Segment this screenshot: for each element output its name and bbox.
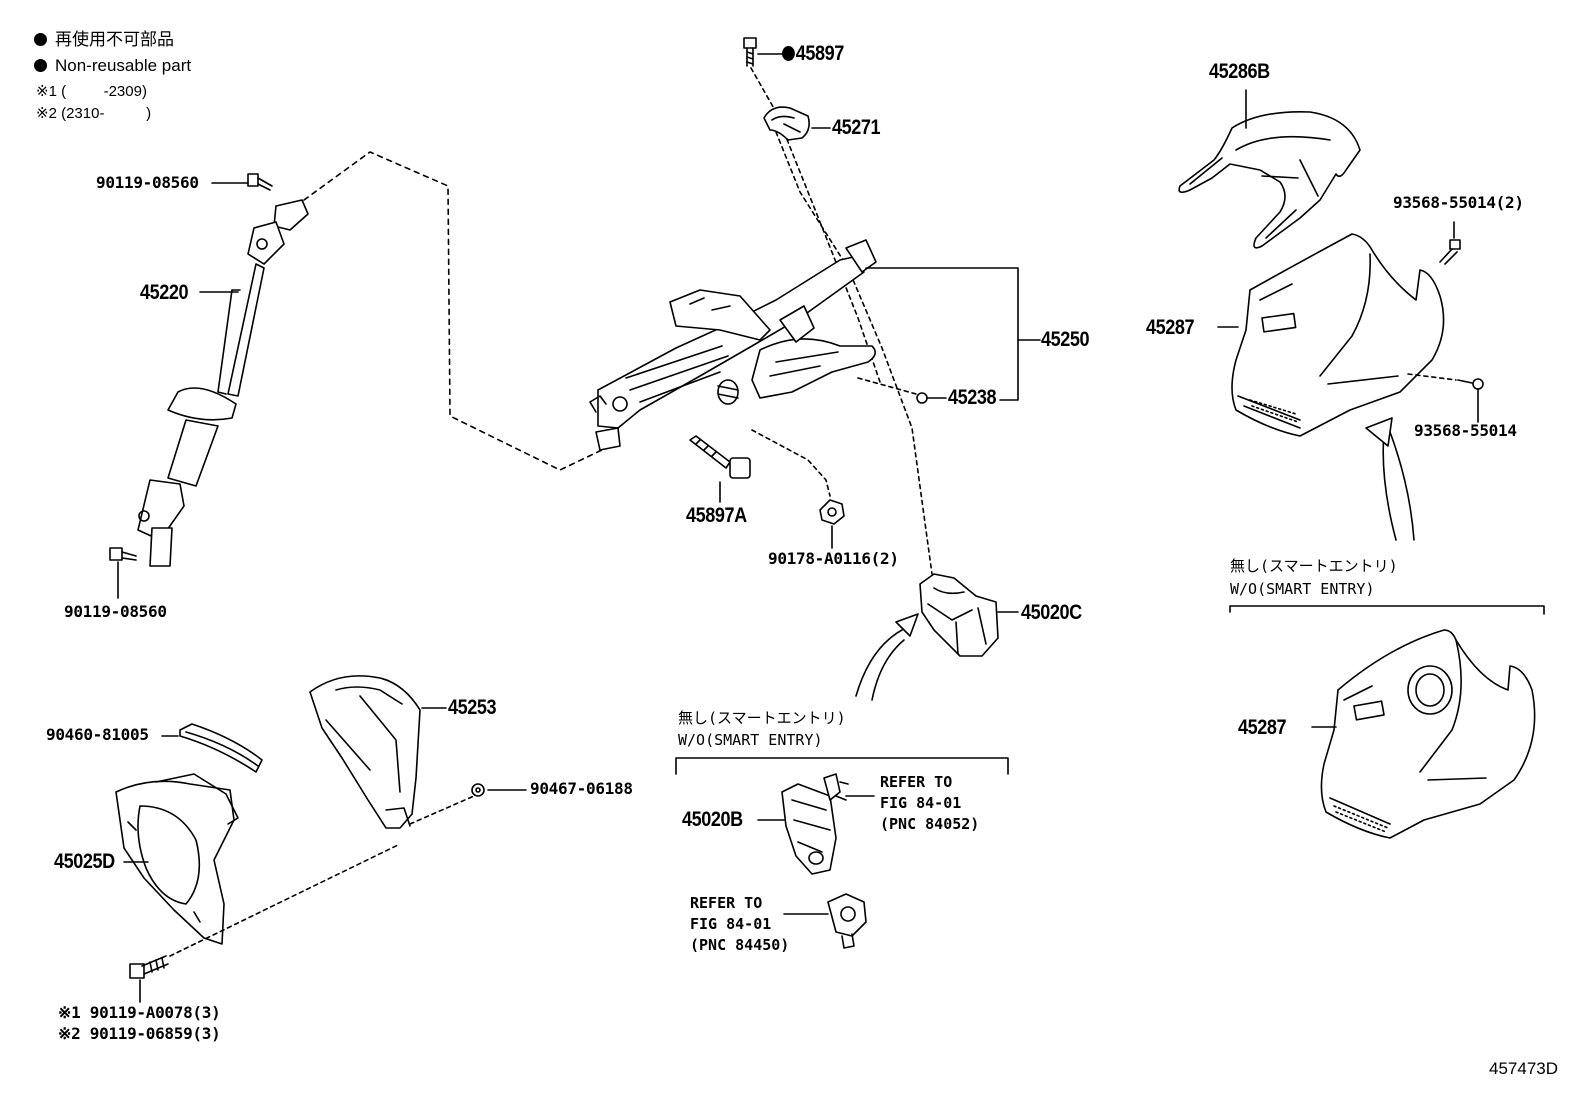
leader-45238-dash (857, 377, 917, 395)
refer-to-pnc-84450[interactable]: REFER TO FIG 84-01 (PNC 84450) (690, 894, 790, 954)
lower-cover-45287-top-shape (1231, 233, 1445, 437)
bracket-smart-entry-middle (675, 757, 1009, 775)
note-smart-entry-en-right: W/O(SMART ENTRY) (1230, 580, 1375, 598)
note-smart-entry-jp-right: 無し(スマートエントリ) (1230, 557, 1398, 575)
bracket-smart-entry-right (1229, 605, 1545, 615)
plate-45025D-shape (115, 773, 239, 945)
part-label-45897A[interactable]: 45897A (686, 504, 747, 527)
screw-93568-2-shape (1439, 239, 1461, 265)
part-label-45238[interactable]: 45238 (948, 386, 997, 409)
screw-93568-shape (1457, 378, 1484, 390)
part-label-93568-55014[interactable]: 93568-55014 (1414, 421, 1517, 440)
refer-to-pnc-84052[interactable]: REFER TO FIG 84-01 (PNC 84052) (880, 773, 980, 833)
bolt-90119-A0078-shape (129, 955, 169, 979)
nut-90178-shape (819, 499, 845, 525)
part-label-90460-81005[interactable]: 90460-81005 (46, 725, 149, 744)
intermediate-shaft-45220-shape (137, 199, 309, 567)
part-label-45020B[interactable]: 45020B (682, 808, 743, 831)
housing-45020C-shape (919, 573, 999, 657)
non-reusable-dot-icon (782, 46, 795, 61)
connector-84052-shape (823, 773, 849, 801)
upper-cover-45286B-shape (1178, 111, 1361, 249)
part-label-90178-A0116-2[interactable]: 90178-A0116(2) (768, 549, 899, 568)
leader-90178-dash (751, 429, 831, 497)
clip-90467-shape (471, 783, 485, 797)
part-label-45287-bottom[interactable]: 45287 (1238, 716, 1287, 739)
nut-45238-shape (916, 392, 928, 404)
part-label-90119-06859-3[interactable]: ※2 90119-06859(3) (58, 1024, 221, 1043)
arrow-upper-cover (1382, 431, 1415, 541)
part-label-90119-08560-top[interactable]: 90119-08560 (96, 173, 199, 192)
leader-93568-dash (1407, 373, 1457, 381)
bolt-90119-top-shape (247, 173, 273, 191)
leader-45897 (750, 67, 881, 383)
leader-45250-bracket (865, 267, 1019, 401)
part-label-45253[interactable]: 45253 (448, 696, 497, 719)
seal-90460-shape (179, 723, 263, 773)
leader-shaft-dash (303, 151, 607, 471)
legend-non-reusable-jp: 再使用不可部品 (34, 31, 174, 48)
part-label-45271[interactable]: 45271 (832, 116, 881, 139)
legend-text-jp: 再使用不可部品 (55, 30, 174, 49)
lower-cover-45287-bottom-shape (1320, 629, 1536, 839)
non-reusable-dot-icon (34, 33, 47, 46)
bolt-45897-shape (743, 37, 757, 67)
part-label-90467-06188[interactable]: 90467-06188 (530, 779, 633, 798)
note-smart-entry-jp-middle: 無し(スマートエントリ) (678, 709, 846, 727)
arrow-upper-cover-head (1365, 417, 1393, 447)
note-smart-entry-en-middle: W/O(SMART ENTRY) (678, 731, 823, 749)
legend-note-2: ※2 (2310- ) (36, 105, 152, 122)
clip-45271-shape (763, 106, 810, 141)
arrow-housing-head (895, 613, 919, 637)
part-label-45287-top[interactable]: 45287 (1146, 316, 1195, 339)
lock-45020B-shape (781, 783, 837, 875)
switch-84450-shape (827, 893, 867, 949)
part-label-90119-A0078-3[interactable]: ※1 90119-A0078(3) (58, 1003, 221, 1022)
legend-non-reusable-en: Non-reusable part (34, 57, 191, 74)
drawing-id: 457473D (1489, 1059, 1559, 1078)
leader-90467-dash (409, 795, 475, 825)
non-reusable-dot-icon (34, 59, 47, 72)
cover-45253-shape (309, 675, 421, 829)
bolt-45897A-shape (689, 435, 751, 479)
steering-column-45250-shape (589, 239, 877, 451)
part-label-93568-55014-2[interactable]: 93568-55014(2) (1393, 193, 1524, 212)
part-label-45897[interactable]: 45897 (782, 43, 844, 64)
part-label-45220[interactable]: 45220 (140, 281, 189, 304)
legend-note-1: ※1 ( -2309) (36, 83, 147, 100)
arrow-housing (855, 629, 905, 701)
part-label-45020C[interactable]: 45020C (1021, 601, 1082, 624)
leader-45271-dash (775, 131, 933, 575)
bolt-90119-bottom-shape (109, 547, 137, 561)
part-label-45250[interactable]: 45250 (1041, 328, 1090, 351)
part-label-90119-08560-bottom[interactable]: 90119-08560 (64, 602, 167, 621)
legend-text-en: Non-reusable part (55, 56, 192, 75)
part-label-45286B[interactable]: 45286B (1209, 60, 1270, 83)
part-label-45025D[interactable]: 45025D (54, 850, 115, 873)
leader-bolt-dash (169, 843, 401, 957)
